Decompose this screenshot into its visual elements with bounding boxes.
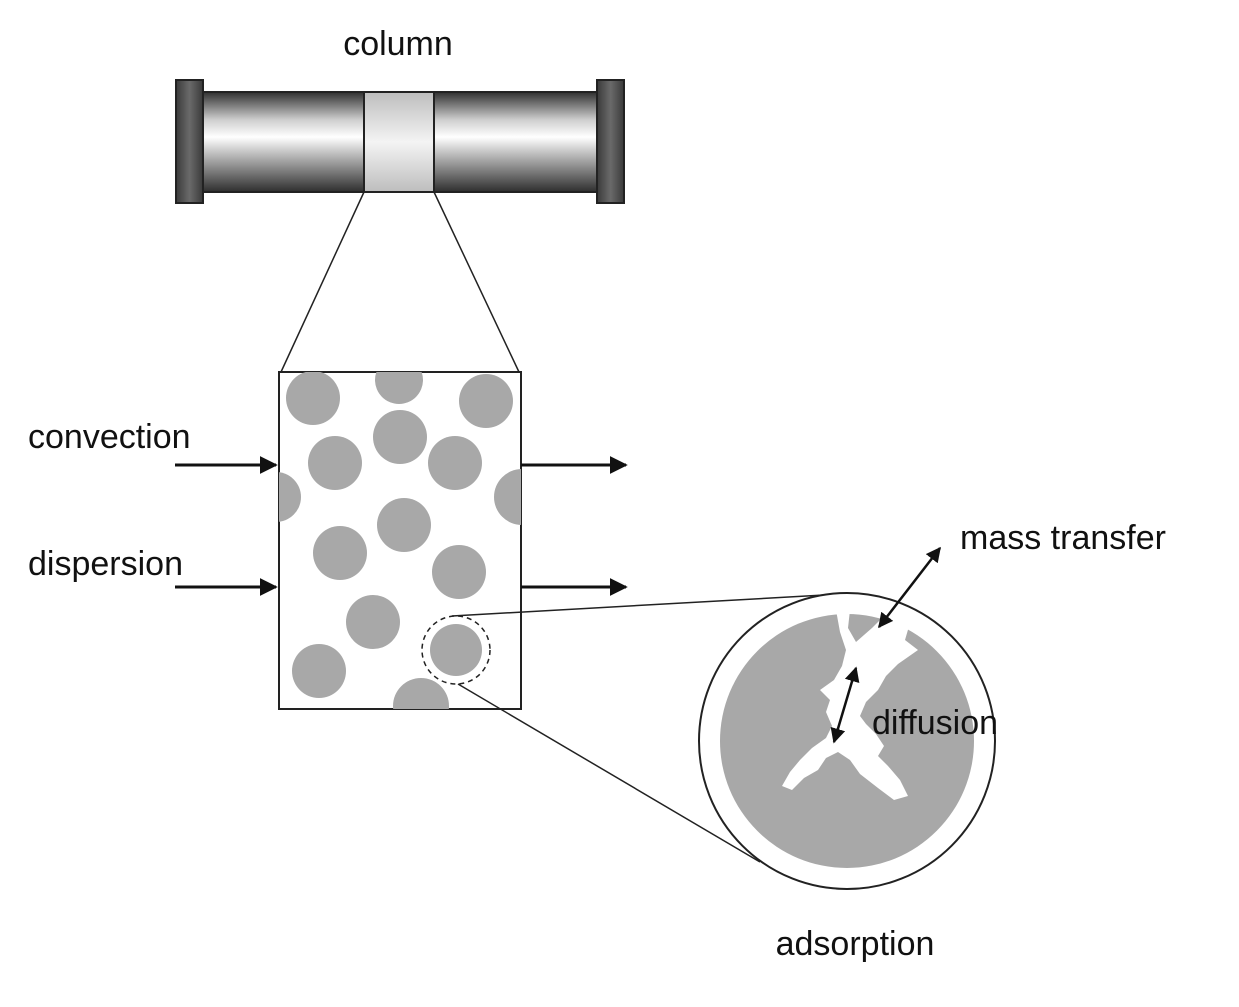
column-right-end-cap (596, 79, 625, 204)
particle (308, 436, 362, 490)
mass-transfer-arrow (878, 546, 941, 629)
diffusion-arrow (830, 666, 860, 744)
particle (393, 678, 449, 709)
label-adsorption: adsorption (776, 925, 935, 963)
particle (346, 595, 400, 649)
particle (459, 374, 513, 428)
column-highlighted-section (363, 91, 435, 193)
particle (286, 372, 340, 425)
column (175, 79, 625, 204)
label-convection: convection (28, 418, 191, 456)
particle (279, 472, 301, 522)
particle (313, 526, 367, 580)
selected-particle-outline (421, 615, 491, 685)
particle (428, 436, 482, 490)
particle (292, 644, 346, 698)
column-left-end-cap (175, 79, 204, 204)
particle (373, 410, 427, 464)
label-diffusion: diffusion (872, 704, 998, 742)
particle (377, 498, 431, 552)
particle-zoom-lines (451, 593, 843, 863)
particle-selected (430, 624, 482, 676)
column-zoom-lines (280, 191, 520, 373)
particle (375, 372, 423, 404)
label-column: column (343, 25, 453, 63)
label-dispersion: dispersion (28, 545, 183, 583)
particle (494, 469, 521, 525)
packed-bed (278, 371, 522, 710)
flow-arrows (175, 456, 628, 596)
label-mass-transfer: mass transfer (960, 519, 1166, 557)
particle (432, 545, 486, 599)
